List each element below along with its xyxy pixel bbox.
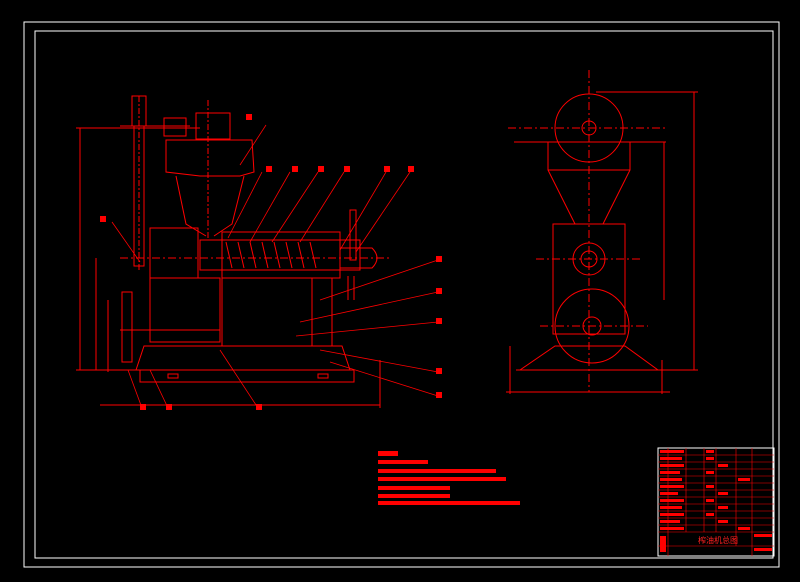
sheet-border-inner (34, 30, 774, 559)
part-balloons (100, 114, 442, 410)
front-view (76, 95, 390, 408)
title-block-name: 榨油机总图 (698, 535, 738, 545)
title-block: 榨油机总图 (657, 447, 775, 557)
front-leaders (111, 124, 439, 409)
side-view (506, 70, 698, 394)
technical-requirements (378, 451, 520, 505)
sheet-border-outer (23, 21, 780, 568)
screw-threads (225, 241, 317, 269)
